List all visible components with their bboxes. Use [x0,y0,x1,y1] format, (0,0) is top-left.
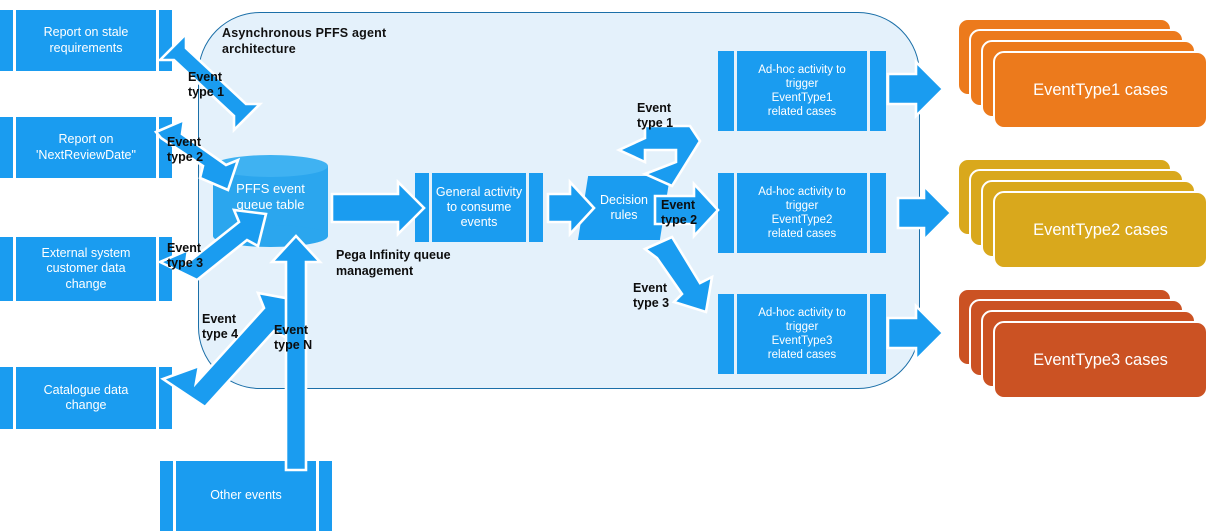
cylinder-bottom-ellipse [213,225,328,247]
case-stack-eventtype3[interactable]: EventType3 cases [957,288,1208,399]
cylinder-top-ellipse [213,155,328,177]
case-card-front[interactable]: EventType3 cases [993,321,1208,399]
source-box-other-events[interactable]: Other events [160,461,332,531]
box-right-cap [159,367,172,429]
box-right-cap [529,173,543,242]
box-right-cap [870,173,886,253]
case-stack-label: EventType1 cases [1033,80,1168,99]
box-left-cap [718,51,734,131]
box-left-cap [718,173,734,253]
box-right-cap [319,461,332,531]
box-left-cap [0,117,13,178]
case-stack-eventtype1[interactable]: EventType1 cases [957,18,1208,129]
source-label: Other events [176,461,316,531]
case-card-front[interactable]: EventType2 cases [993,191,1208,269]
case-stack-label: EventType2 cases [1033,220,1168,239]
case-stack-eventtype2[interactable]: EventType2 cases [957,158,1208,269]
box-left-cap [0,237,13,301]
box-left-cap [0,10,13,71]
box-right-cap [870,294,886,374]
source-label: Report on'NextReviewDate" [16,117,156,178]
box-right-cap [159,10,172,71]
box-left-cap [0,367,13,429]
case-card-front[interactable]: EventType1 cases [993,51,1208,129]
box-right-cap [870,51,886,131]
box-left-cap [415,173,429,242]
case-stack-label: EventType3 cases [1033,350,1168,369]
box-left-cap [718,294,734,374]
box-left-cap [160,461,173,531]
source-box-report-next-review-date[interactable]: Report on'NextReviewDate" [0,117,172,178]
